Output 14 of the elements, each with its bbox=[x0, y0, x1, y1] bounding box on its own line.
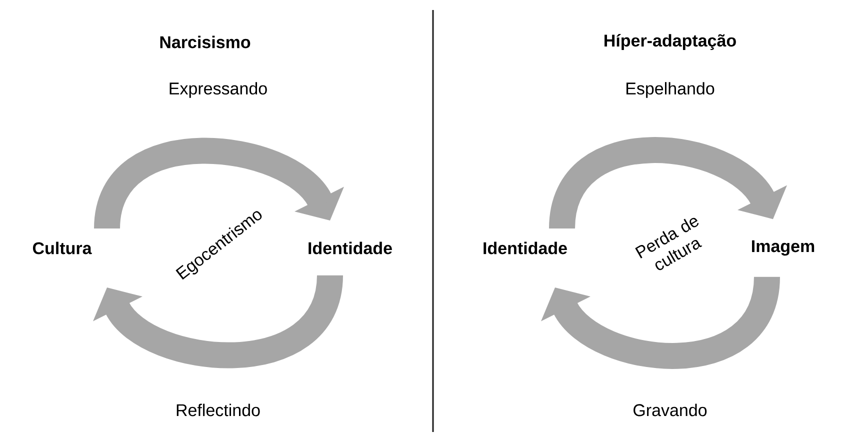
title: Híper-adaptação bbox=[604, 34, 736, 50]
edge-label: Gravando bbox=[632, 402, 708, 418]
edge-label: Espelhando bbox=[624, 81, 716, 99]
edge-label: Expressando bbox=[167, 81, 269, 99]
node-label: Imagem bbox=[752, 240, 814, 256]
node-label: Identidade bbox=[308, 242, 392, 254]
curved-arrow bbox=[94, 138, 344, 230]
node-label: Identidade bbox=[484, 242, 567, 254]
node-label: Cultura bbox=[32, 242, 92, 254]
curved-arrow bbox=[549, 137, 788, 230]
title: Narcisismo bbox=[160, 36, 250, 48]
curved-arrow bbox=[540, 275, 780, 369]
edge-label: Reflectindo bbox=[174, 402, 262, 418]
curved-arrow bbox=[93, 274, 343, 368]
